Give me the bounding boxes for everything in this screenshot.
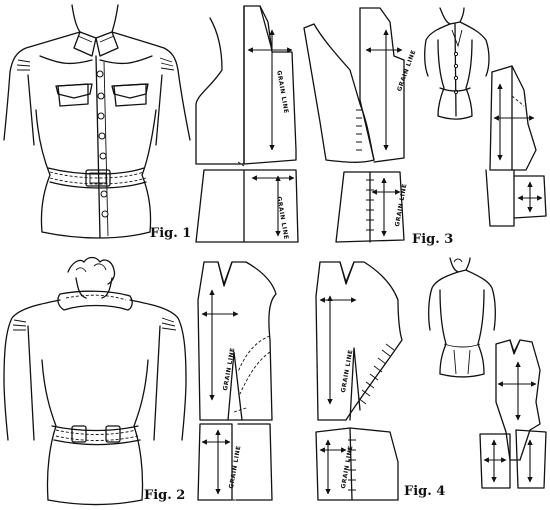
fig3-label: Fig. 3: [412, 232, 454, 247]
fig3-skirt-pattern: [335, 171, 405, 243]
fig3-small-patterns: [485, 65, 547, 227]
fig4-label: Fig. 4: [404, 484, 446, 499]
fig2-skirt-pattern: [197, 423, 273, 501]
fig4-bodice-pattern: [315, 261, 403, 421]
blouse-front-illustration: [3, 4, 191, 239]
fig3-bodice-pattern: [303, 7, 405, 163]
blouse-back-illustration: [3, 256, 187, 506]
fig1-skirt-pattern: [195, 169, 299, 243]
fig4-small-patterns: [479, 339, 547, 489]
fig1-label: Fig. 1: [150, 226, 192, 241]
fig4-skirt-pattern: [315, 427, 399, 501]
fig2-label: Fig. 2: [144, 488, 186, 503]
fig3-blouse-sketch: [424, 7, 490, 120]
fig2-bodice-pattern: [197, 261, 277, 421]
fig4-blouse-sketch: [428, 257, 496, 378]
fig1-bodice-pattern: [195, 5, 297, 167]
